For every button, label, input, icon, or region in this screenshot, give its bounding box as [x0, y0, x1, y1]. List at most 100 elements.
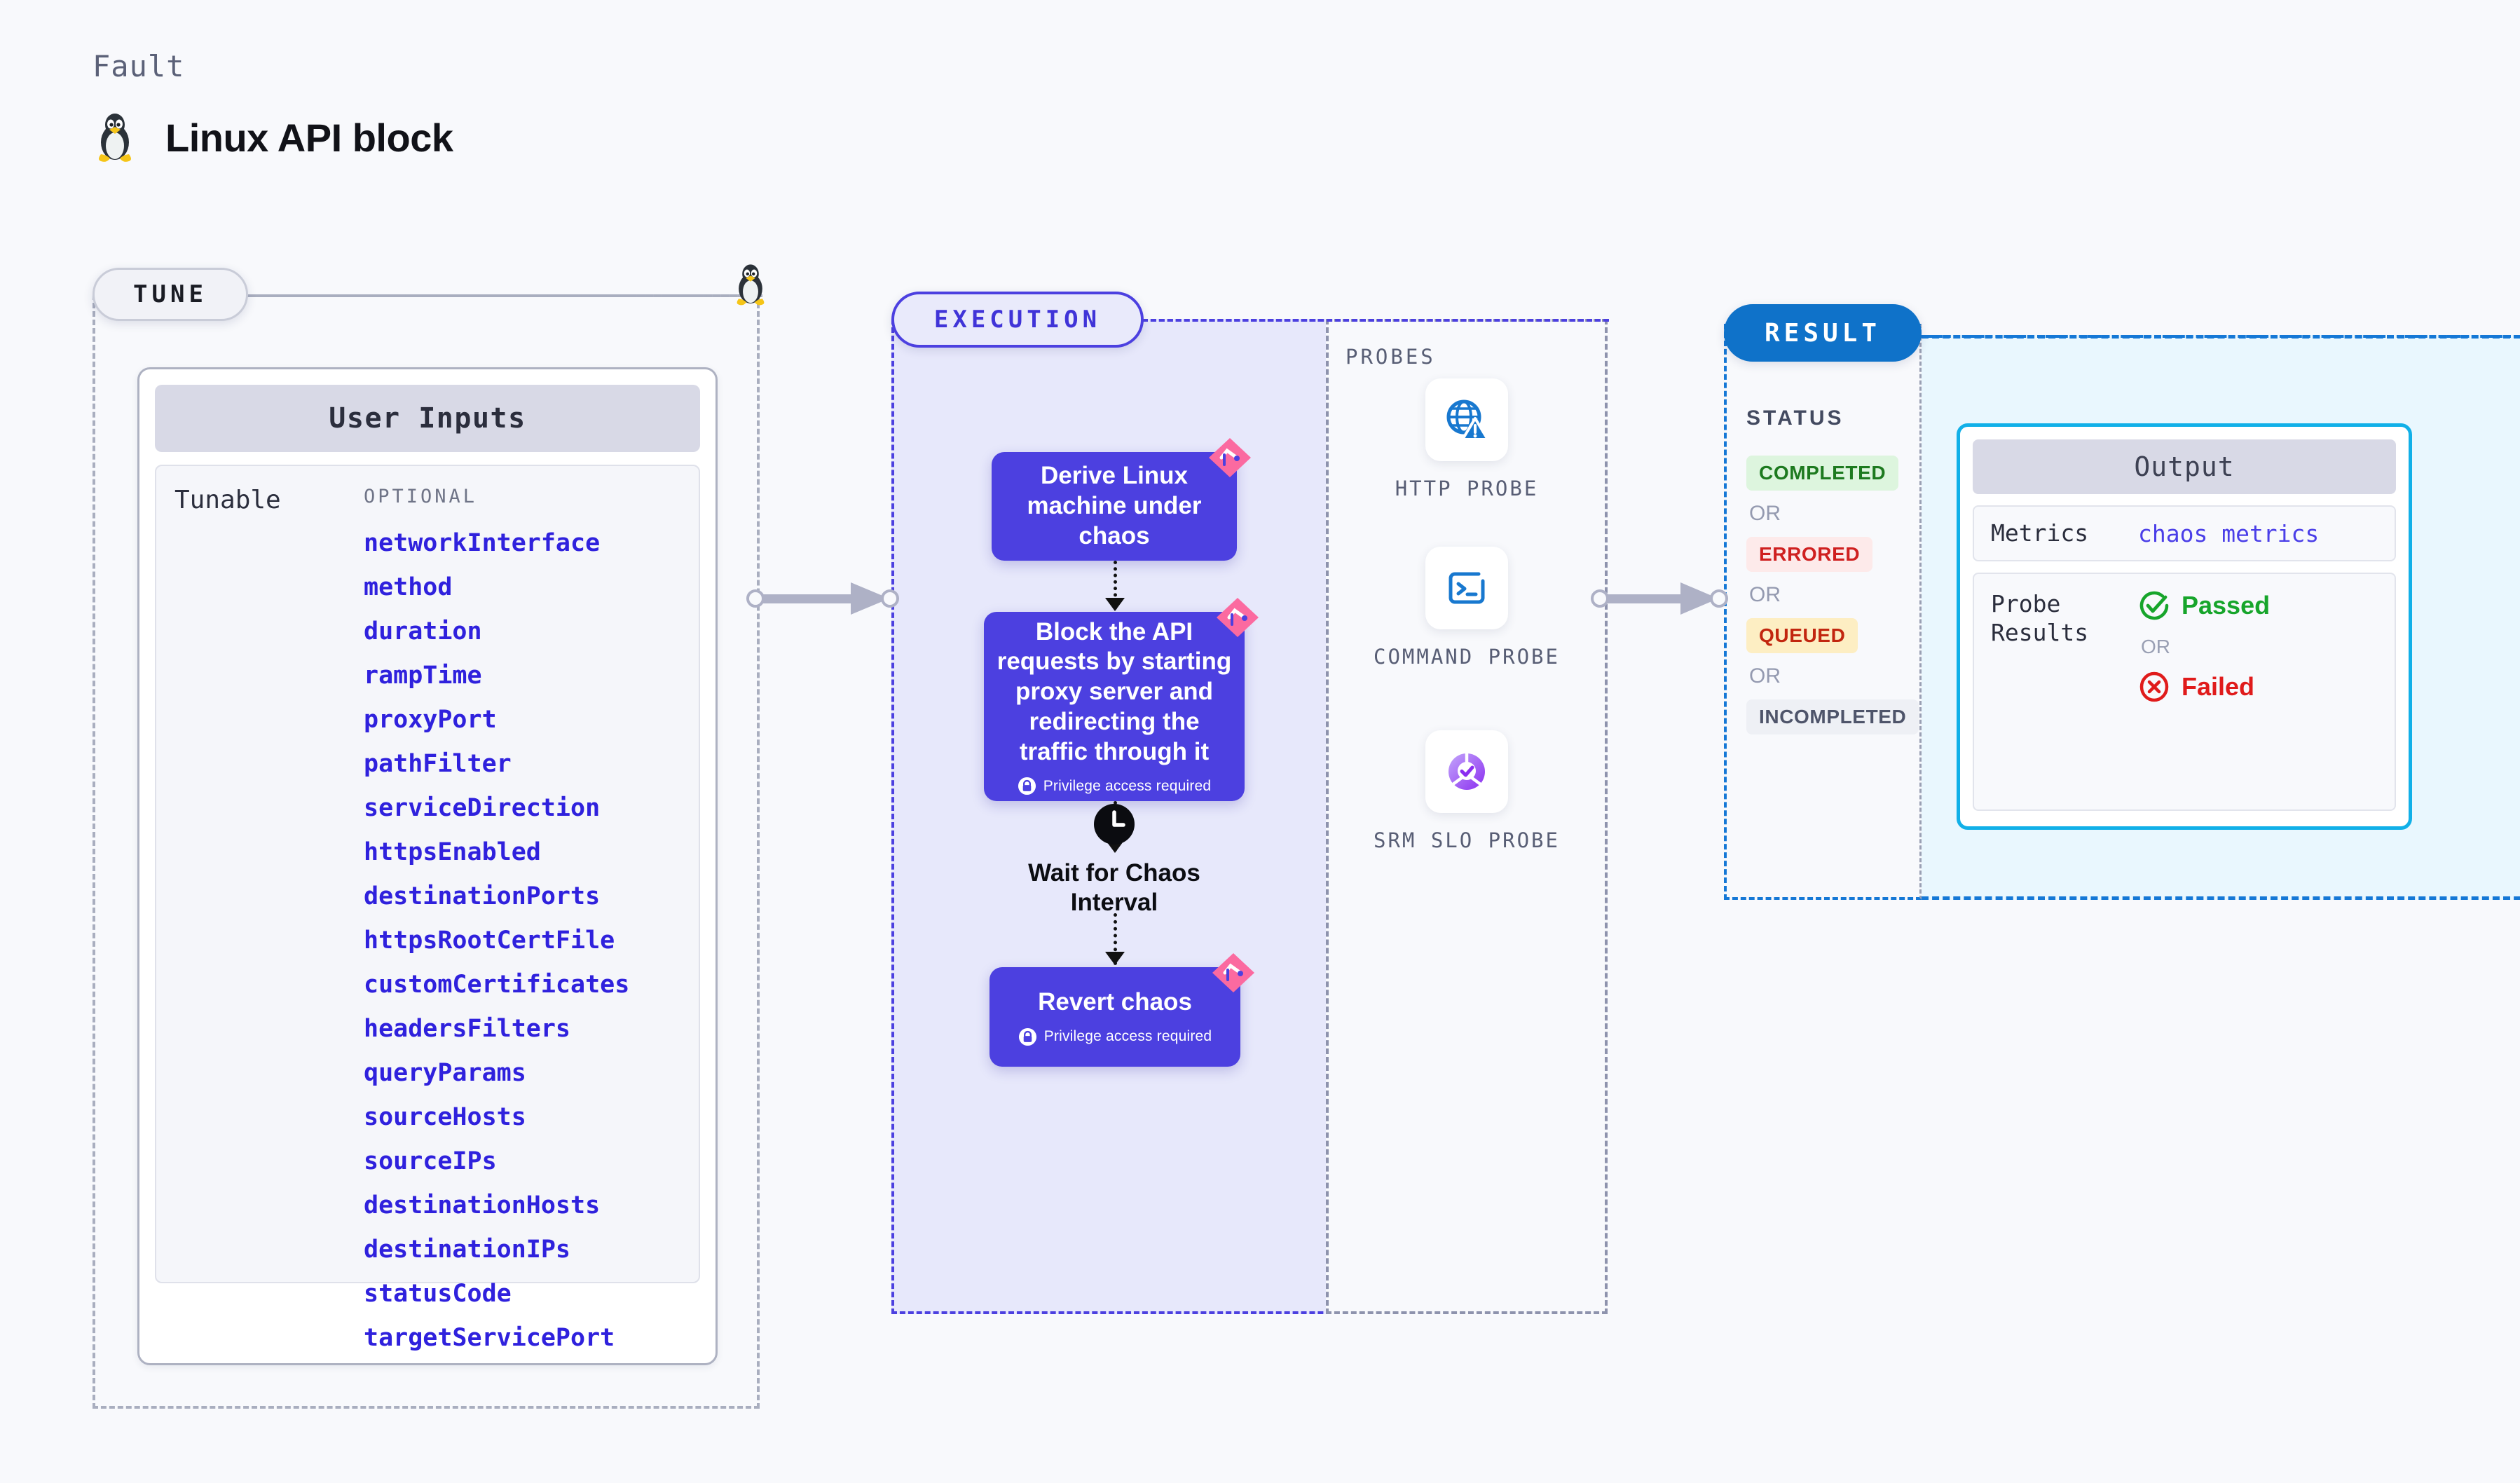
tunable-column: Tunable — [174, 486, 364, 1262]
flow-connector-3 — [1114, 913, 1117, 965]
user-inputs-card: User Inputs Tunable OPTIONAL networkInte… — [137, 367, 718, 1365]
param-httpsRootCertFile[interactable]: httpsRootCertFile — [364, 927, 615, 955]
globe-warning-icon — [1446, 399, 1489, 441]
tunable-label: Tunable — [174, 486, 281, 514]
output-probe-values: Passed OR Failed — [2138, 589, 2270, 703]
probes-title: PROBES — [1345, 345, 1436, 369]
tune-leader-line — [247, 294, 762, 297]
optional-column: OPTIONAL networkInterface method duratio… — [364, 486, 680, 1351]
tux-penguin-marker-icon — [732, 262, 769, 310]
lock-icon — [1018, 1027, 1036, 1046]
user-inputs-title: User Inputs — [155, 385, 700, 452]
chaos-corner-flag-icon — [1209, 438, 1251, 477]
page-title-row: Linux API block — [93, 111, 453, 164]
status-badge-errored: ERRORED — [1746, 537, 1873, 572]
param-statusCode[interactable]: statusCode — [364, 1280, 512, 1308]
terminal-icon — [1449, 572, 1485, 604]
chaos-corner-flag-icon — [1217, 598, 1259, 637]
output-probe-key: Probe Results — [1991, 590, 2089, 647]
probe-http-tile — [1425, 378, 1508, 461]
param-destinationHosts[interactable]: destinationHosts — [364, 1191, 601, 1219]
param-proxyPort[interactable]: proxyPort — [364, 706, 497, 734]
probe-result-or: OR — [2141, 636, 2170, 657]
privilege-notice-label: Privilege access required — [1043, 1028, 1212, 1045]
execution-node-block-api[interactable]: Block the API requests by starting proxy… — [984, 598, 1259, 801]
optional-label: OPTIONAL — [364, 486, 478, 507]
tune-to-execution-connector — [746, 579, 914, 618]
output-title: Output — [1973, 439, 2396, 494]
output-metrics-row: Metrics chaos metrics — [1973, 505, 2396, 561]
param-headersFilters[interactable]: headersFilters — [364, 1015, 571, 1043]
probe-srm-slo[interactable]: SRM SLO PROBE — [1362, 730, 1572, 854]
probe-command[interactable]: COMMAND PROBE — [1362, 547, 1572, 671]
param-networkInterface[interactable]: networkInterface — [364, 529, 601, 557]
probe-http-label: HTTP PROBE — [1395, 477, 1539, 500]
flow-connector-1 — [1114, 561, 1117, 610]
param-queryParams[interactable]: queryParams — [364, 1059, 526, 1087]
slo-check-icon — [1449, 753, 1485, 790]
status-badge-completed: COMPLETED — [1746, 456, 1899, 491]
execution-node-derive-label: Derive Linux machine under chaos — [1027, 462, 1202, 549]
user-inputs-body: Tunable OPTIONAL networkInterface method… — [155, 465, 700, 1351]
status-list: COMPLETED OR ERRORED OR QUEUED OR INCOMP… — [1746, 456, 1919, 734]
execution-leader-line — [1142, 319, 1609, 322]
probe-command-label: COMMAND PROBE — [1374, 645, 1560, 669]
probe-command-tile — [1425, 547, 1508, 629]
privilege-notice: Privilege access required — [1018, 1027, 1212, 1046]
execution-node-revert-label: Revert chaos — [1038, 988, 1192, 1016]
output-metrics-key: Metrics — [1991, 519, 2089, 547]
tux-penguin-icon — [93, 111, 137, 164]
param-serviceDirection[interactable]: serviceDirection — [364, 794, 601, 822]
status-or-3: OR — [1749, 664, 1781, 688]
flow-arrowhead-1 — [1105, 598, 1125, 611]
page-title: Linux API block — [165, 115, 453, 160]
param-destinationIPs[interactable]: destinationIPs — [364, 1236, 571, 1264]
page-kicker: Fault — [93, 49, 185, 83]
execution-node-block-api-label: Block the API requests by starting proxy… — [997, 617, 1232, 765]
probe-result-failed: Failed — [2138, 671, 2270, 703]
output-probe-results-row: Probe Results Passed OR Failed — [1973, 573, 2396, 811]
check-circle-icon — [2139, 591, 2169, 620]
privilege-notice-label: Privilege access required — [1043, 777, 1212, 794]
param-duration[interactable]: duration — [364, 617, 482, 645]
param-destinationPorts[interactable]: destinationPorts — [364, 882, 601, 910]
param-customCertificates[interactable]: customCertificates — [364, 971, 630, 999]
probe-http[interactable]: HTTP PROBE — [1362, 378, 1572, 503]
param-pathFilter[interactable]: pathFilter — [364, 750, 512, 778]
tune-section-badge[interactable]: TUNE — [93, 268, 248, 321]
param-targetServicePort[interactable]: targetServicePort — [364, 1324, 615, 1352]
execution-to-result-connector — [1591, 579, 1739, 618]
status-or-1: OR — [1749, 502, 1781, 525]
param-httpsEnabled[interactable]: httpsEnabled — [364, 838, 541, 866]
result-section-badge[interactable]: RESULT — [1724, 304, 1922, 362]
x-circle-icon — [2139, 671, 2169, 702]
status-badge-queued: QUEUED — [1746, 618, 1858, 653]
param-rampTime[interactable]: rampTime — [364, 662, 482, 690]
execution-flow: Derive Linux machine under chaos Block t… — [891, 319, 1326, 1314]
result-panel — [1724, 324, 1922, 900]
status-title: STATUS — [1746, 406, 1844, 430]
execution-section-badge[interactable]: EXECUTION — [891, 292, 1144, 348]
result-leader-line — [1920, 335, 2520, 338]
execution-node-wait: Wait for Chaos Interval — [992, 802, 1237, 917]
execution-node-wait-label: Wait for Chaos Interval — [1028, 859, 1200, 916]
probe-srm-slo-tile — [1425, 730, 1508, 813]
param-method[interactable]: method — [364, 573, 453, 601]
probe-result-failed-label: Failed — [2182, 672, 2255, 701]
execution-node-revert[interactable]: Revert chaos Privilege access required — [989, 953, 1254, 1067]
chaos-corner-flag-icon — [1212, 953, 1254, 992]
status-or-2: OR — [1749, 583, 1781, 606]
clock-icon — [1094, 804, 1135, 845]
probes-panel — [1326, 319, 1608, 1314]
output-card: Output Metrics chaos metrics Probe Resul… — [1957, 423, 2412, 830]
privilege-notice: Privilege access required — [1018, 777, 1212, 795]
flow-arrowhead-3 — [1105, 952, 1125, 965]
lock-icon — [1018, 777, 1036, 795]
param-sourceHosts[interactable]: sourceHosts — [364, 1103, 526, 1131]
probe-srm-slo-label: SRM SLO PROBE — [1374, 828, 1560, 852]
output-metrics-value[interactable]: chaos metrics — [2138, 519, 2320, 547]
param-sourceIPs[interactable]: sourceIPs — [364, 1147, 497, 1175]
execution-node-derive[interactable]: Derive Linux machine under chaos — [992, 438, 1251, 561]
status-badge-incompleted: INCOMPLETED — [1746, 699, 1919, 734]
